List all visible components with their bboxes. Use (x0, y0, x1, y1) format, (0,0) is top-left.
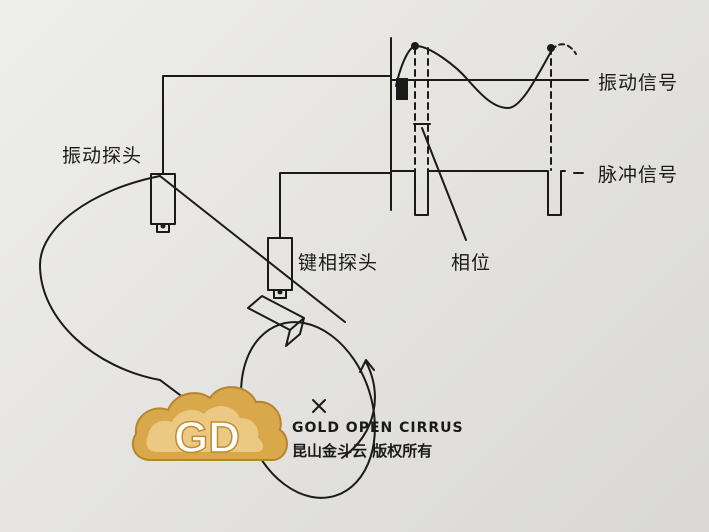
vibration-probe-body (150, 173, 176, 225)
waveform-peak-dot-2 (547, 44, 555, 52)
vibration-probe-mark (160, 223, 166, 229)
watermark-logo-letters: GD (174, 413, 240, 462)
rotation-arrowhead (359, 359, 375, 373)
phase-label: 相位 (451, 252, 492, 274)
vibration-waveform-dashed (551, 43, 577, 55)
key-phase-probe-label: 键相探头 (298, 252, 379, 274)
vibration-waveform (395, 45, 553, 109)
rotation-arrow (341, 361, 376, 459)
phase-leader (421, 127, 467, 241)
pulse-signal-label: 脉冲信号 (598, 164, 679, 186)
watermark-brand-en: GOLD OPEN CIRRUS (292, 420, 464, 436)
key-phase-probe-leader (279, 172, 392, 239)
vibration-peak-marker (396, 78, 408, 100)
shaft-top-edge (159, 175, 346, 323)
watermark-logo: GD (131, 386, 288, 463)
key-phase-probe-mark (277, 289, 283, 295)
pulse-waveform (390, 170, 566, 216)
keyway-notch (247, 295, 305, 347)
vibration-probe-leader (162, 75, 392, 175)
waveform-peak-dot-1 (411, 42, 419, 50)
vibration-signal-label: 振动信号 (598, 72, 679, 94)
shaft-center-mark (312, 399, 326, 413)
watermark-brand-cn: 昆山金斗云 版权所有 (292, 442, 433, 460)
shaft-left-end (39, 175, 161, 381)
vibration-probe-label: 振动探头 (62, 145, 143, 167)
